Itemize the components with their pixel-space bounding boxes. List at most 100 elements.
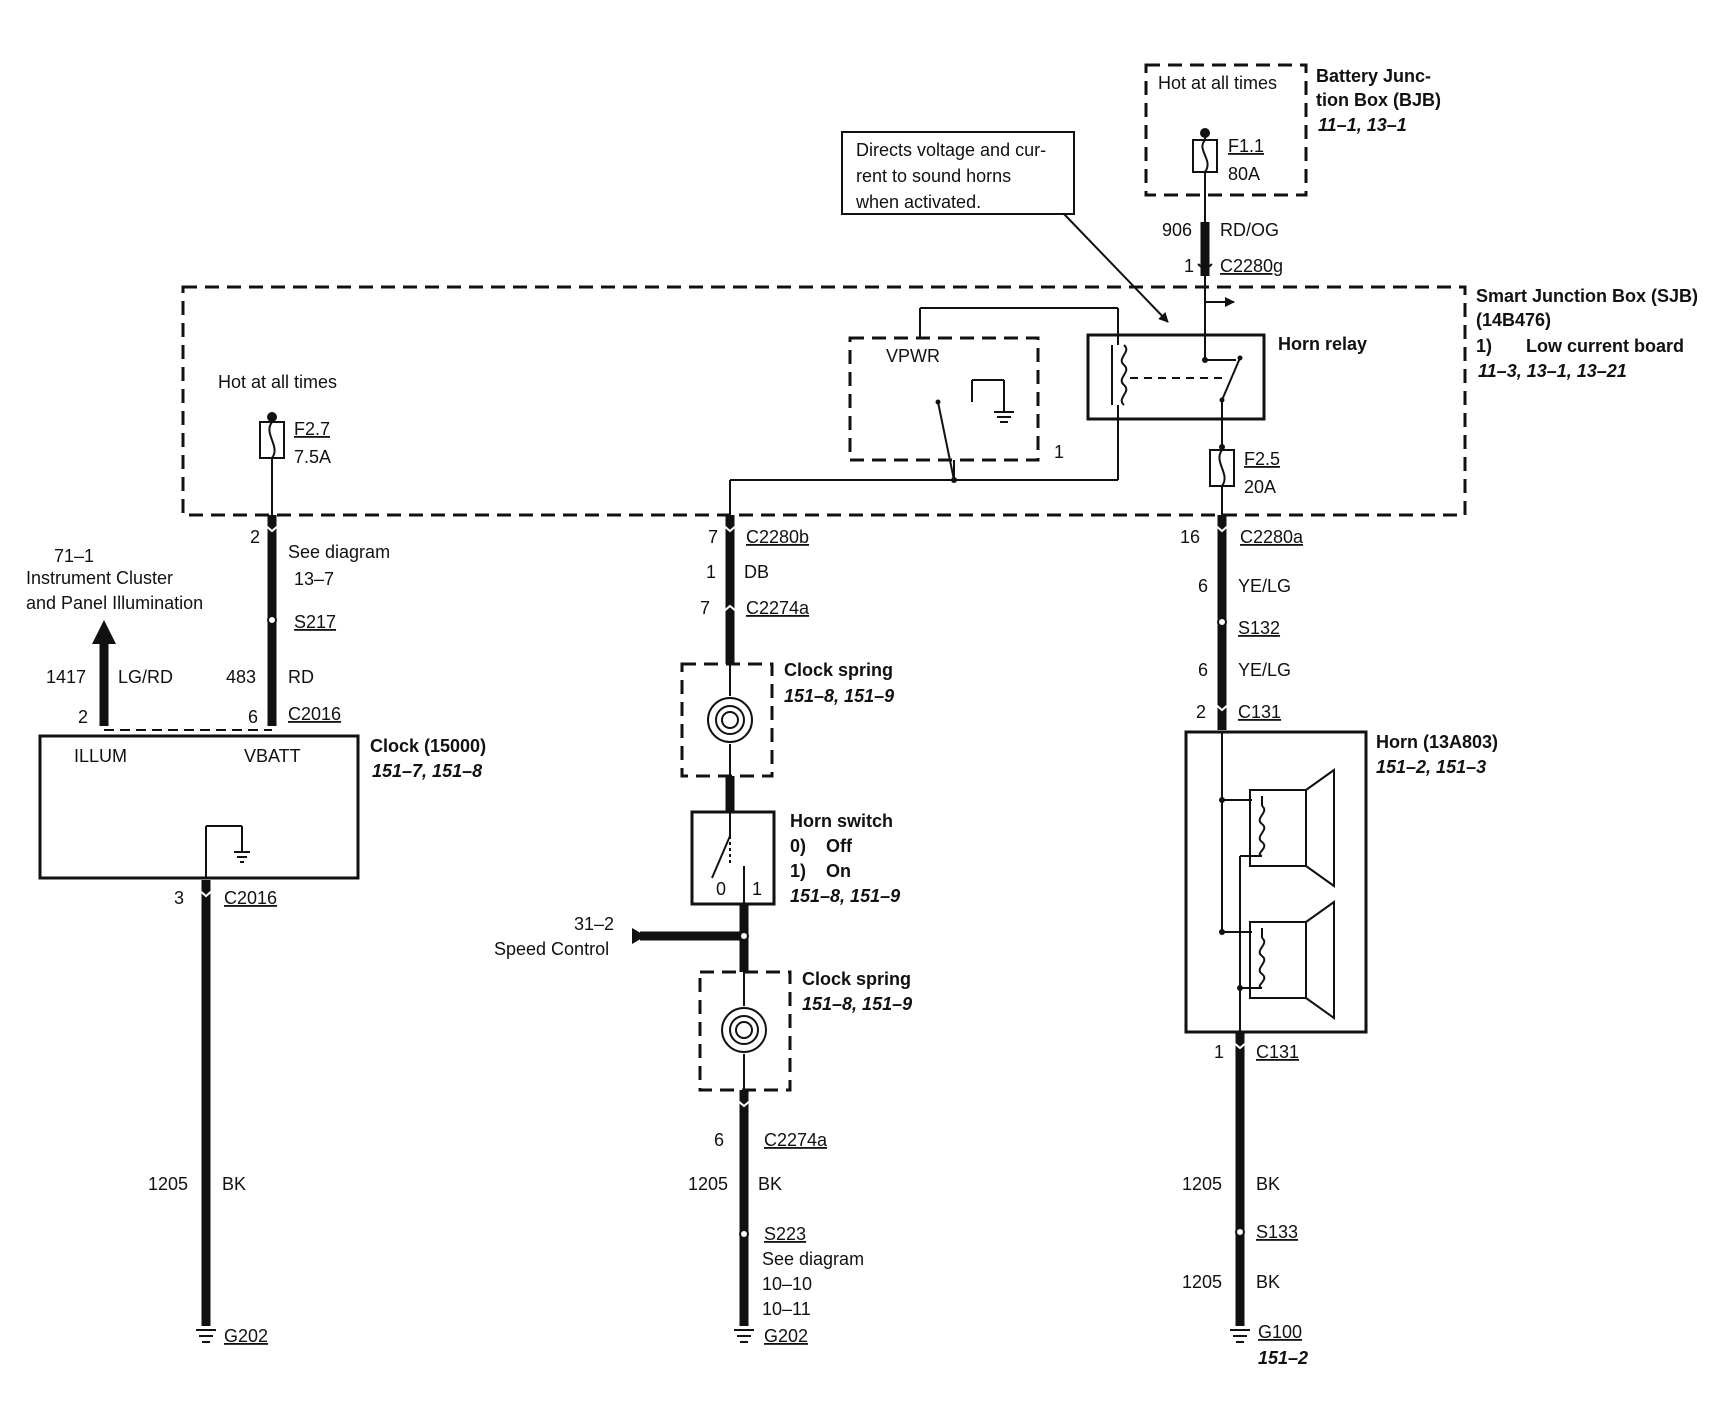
splice-s133	[1235, 1227, 1245, 1237]
right-pin-2: 2	[1196, 702, 1206, 722]
clock-spring-1-icon	[707, 697, 753, 743]
horn-box	[1184, 730, 1368, 1034]
vpwr-label: VPWR	[886, 346, 940, 366]
vpwr-box	[848, 336, 1040, 462]
center-see-ref-1: 10–10	[762, 1274, 812, 1294]
right-conn-3: C131	[1256, 1042, 1299, 1062]
left-see-diagram: See diagram	[288, 542, 390, 562]
sjb-title-2: (14B476)	[1476, 310, 1551, 330]
left-ref-num: 71–1	[54, 546, 94, 566]
horn-switch-box	[690, 810, 776, 906]
right-ground-ref: 151–2	[1258, 1348, 1308, 1368]
bjb-wire-color: RD/OG	[1220, 220, 1279, 240]
horn-title: Horn (13A803)	[1376, 732, 1498, 752]
clock-spring-1-title: Clock spring	[784, 660, 893, 680]
sjb-title-1: Smart Junction Box (SJB)	[1476, 286, 1698, 306]
bjb-title-2: tion Box (BJB)	[1316, 90, 1441, 110]
left-splice: S217	[294, 612, 336, 632]
clock-spring-1-refs: 151–8, 151–9	[784, 686, 894, 706]
speed-control-ref: 31–2	[574, 914, 614, 934]
right-ground: G100	[1258, 1322, 1302, 1342]
clock-spring-2-icon	[721, 1007, 767, 1053]
horn-switch-pos-0: 0	[716, 879, 726, 899]
bjb-connector: C2280g	[1220, 256, 1283, 276]
horn-switch-pos-1: 1	[752, 879, 762, 899]
clock-refs: 151–7, 151–8	[372, 761, 482, 781]
center-conn-2: C2274a	[746, 598, 810, 618]
vpwr-pin: 1	[1054, 442, 1064, 462]
horn-relay-box	[1086, 333, 1266, 421]
center-pin-1: 7	[708, 527, 718, 547]
sjb-board-num: 1)	[1476, 336, 1492, 356]
right-conn-1: C2280a	[1240, 527, 1304, 547]
splice-s132	[1217, 617, 1227, 627]
left-gnd-wire-color: BK	[222, 1174, 246, 1194]
right-splice-1: S132	[1238, 618, 1280, 638]
center-pin-4: 6	[714, 1130, 724, 1150]
relay-coil-icon	[1120, 344, 1128, 406]
callout-line-3: when activated.	[855, 192, 981, 212]
right-wire-2-num: 6	[1198, 660, 1208, 680]
left-pin-top: 2	[250, 527, 260, 547]
horn-relay-label: Horn relay	[1278, 334, 1367, 354]
left-ref-line-1: Instrument Cluster	[26, 568, 173, 588]
speed-control-splice	[739, 931, 749, 941]
sjb-box	[181, 285, 1467, 517]
clock-box	[38, 734, 360, 880]
bjb-fuse-rating: 80A	[1228, 164, 1260, 184]
left-pin-b: 6	[248, 707, 258, 727]
center-wire-color: BK	[758, 1174, 782, 1194]
left-pin-a: 2	[78, 707, 88, 727]
center-pin-2: 1	[706, 562, 716, 582]
center-conn-3: C2274a	[764, 1130, 828, 1150]
bjb-fuse-name: F1.1	[1228, 136, 1264, 156]
sjb-fuse-a-rating: 7.5A	[294, 447, 331, 467]
sjb-fuse-a-name: F2.7	[294, 419, 330, 439]
center-color: DB	[744, 562, 769, 582]
right-wire-2-color: YE/LG	[1238, 660, 1291, 680]
center-splice: S223	[764, 1224, 806, 1244]
right-pin-3: 1	[1214, 1042, 1224, 1062]
arrow-left-icon	[632, 928, 646, 944]
horn-switch-contact-icon	[711, 835, 731, 879]
sjb-board: Low current board	[1526, 336, 1684, 356]
clock-title: Clock (15000)	[370, 736, 486, 756]
sjb-hot-label: Hot at all times	[218, 372, 337, 392]
horn-switch-on-num: 1)	[790, 861, 806, 881]
left-gnd-wire-num: 1205	[148, 1174, 188, 1194]
left-wire-a-color: LG/RD	[118, 667, 173, 687]
horn-switch-refs: 151–8, 151–9	[790, 886, 900, 906]
arrow-up-icon	[92, 620, 116, 644]
center-ground: G202	[764, 1326, 808, 1346]
clock-vbatt: VBATT	[244, 746, 301, 766]
bjb-hot-label: Hot at all times	[1158, 73, 1277, 93]
left-wire-a-num: 1417	[46, 667, 86, 687]
right-wire-1-color: YE/LG	[1238, 576, 1291, 596]
horn-switch-title: Horn switch	[790, 811, 893, 831]
horn-switch-off: Off	[826, 836, 853, 856]
left-conn-top: C2016	[288, 704, 341, 724]
sjb-refs: 11–3, 13–1, 13–21	[1478, 361, 1627, 381]
bjb-refs: 11–1, 13–1	[1318, 115, 1407, 135]
right-wire-1-num: 6	[1198, 576, 1208, 596]
horn-refs: 151–2, 151–3	[1376, 757, 1486, 777]
left-conn-bottom: C2016	[224, 888, 277, 908]
right-pin-1: 16	[1180, 527, 1200, 547]
left-see-ref: 13–7	[294, 569, 334, 589]
clock-spring-1-box	[680, 662, 774, 778]
center-see-ref-2: 10–11	[762, 1299, 811, 1319]
left-pin-bottom: 3	[174, 888, 184, 908]
bjb-pin: 1	[1184, 256, 1194, 276]
left-ground: G202	[224, 1326, 268, 1346]
callout-arrow	[1063, 213, 1169, 323]
vpwr-switch-icon	[937, 401, 955, 481]
center-pin-3: 7	[700, 598, 710, 618]
horn-switch-off-num: 0)	[790, 836, 806, 856]
splice-s217	[267, 615, 277, 625]
sjb-fuse-b-name: F2.5	[1244, 449, 1280, 469]
right-wire-4-num: 1205	[1182, 1272, 1222, 1292]
left-wire-b-num: 483	[226, 667, 256, 687]
right-splice-2: S133	[1256, 1222, 1298, 1242]
horn-2-icon	[1249, 921, 1307, 999]
